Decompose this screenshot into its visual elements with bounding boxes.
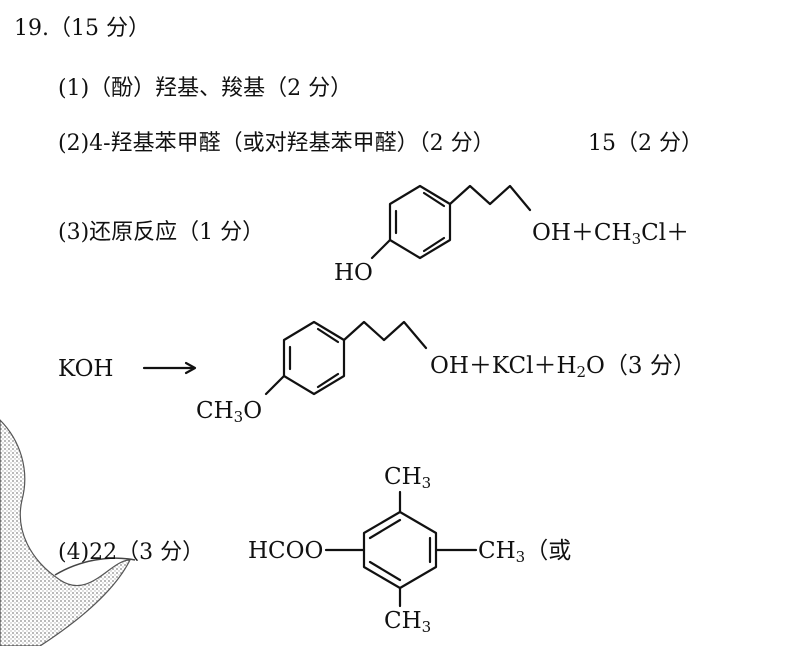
ch3-right-tail: （或 [525, 538, 572, 564]
answer-part-2: (2)4-羟基苯甲醛（或对羟基苯甲醛）（2 分） [58, 131, 495, 156]
ch3-right-subscript: 3 [515, 548, 526, 566]
reaction-arrow [142, 361, 197, 375]
ch3-bottom-subscript: 3 [421, 618, 432, 636]
ch3-bottom-ch: CH [384, 608, 422, 634]
answer-part-3: (3)还原反应（1 分） [58, 220, 265, 245]
reactant-oh-label: OH＋CH3Cl＋ [532, 222, 689, 247]
product-h2-subscript: 2 [576, 363, 587, 381]
product-structure [264, 320, 428, 396]
reactant-cl: Cl＋ [641, 220, 690, 246]
answer-part-2-count: 15（2 分） [588, 131, 703, 156]
ch3-right-ch: CH [478, 538, 516, 564]
reactant-ho-label: HO [334, 260, 373, 286]
ch3-top-subscript: 3 [421, 474, 432, 492]
reactant-oh: OH [532, 220, 571, 246]
answer4-structure [324, 490, 478, 608]
product-kcl-h: ＋KCl＋H [468, 353, 577, 379]
product-o: O [243, 398, 263, 424]
ch3-top-ch: CH [384, 464, 422, 490]
answer4-ch3-top: CH3 [384, 466, 431, 491]
answer4-ch3-right: CH3（或 [478, 540, 571, 565]
product-ch3-subscript: 3 [233, 408, 244, 426]
answer4-ch3-bottom: CH3 [384, 610, 431, 635]
product-tail: O（3 分） [586, 353, 696, 379]
product-oh-label: OH＋KCl＋H2O（3 分） [430, 355, 696, 380]
answer-part-1: (1)（酚）羟基、羧基（2 分） [58, 76, 353, 101]
answer4-hcoo: HCOO [248, 538, 324, 564]
reactant-plus-ch: ＋CH [570, 220, 632, 246]
answer-part-4: (4)22（3 分） [58, 540, 205, 565]
product-ch3o-label: CH3O [196, 400, 262, 425]
reactant-subscript: 3 [631, 230, 642, 248]
question-heading: 19.（15 分） [14, 16, 150, 41]
product-ch: CH [196, 398, 234, 424]
reagent-koh: KOH [58, 356, 114, 382]
product-oh: OH [430, 353, 469, 379]
reactant-structure [370, 184, 532, 260]
